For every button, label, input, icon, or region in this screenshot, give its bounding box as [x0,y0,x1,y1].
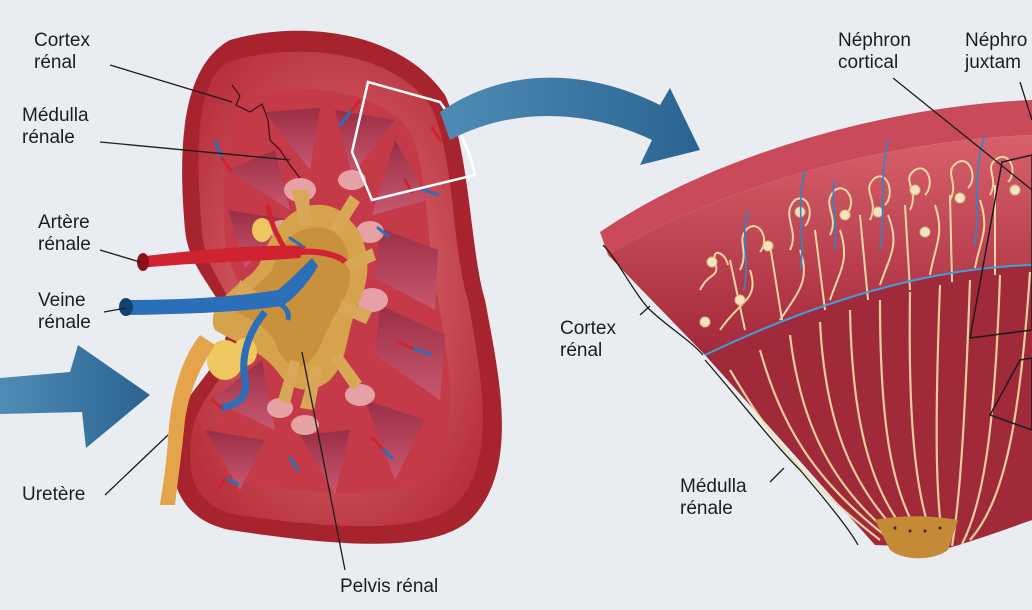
label-line: rénale [22,127,89,149]
label-cortex-renal-right: Cortex rénal [560,318,616,362]
label-medulla-renale-left: Médulla rénale [22,105,89,149]
label-nephron-juxtamedullaire: Néphro juxtam [965,30,1027,74]
label-line: Pelvis rénal [340,576,438,598]
cortex-bracket-tick [640,306,650,315]
label-pelvis-renal: Pelvis rénal [340,576,438,598]
label-artere-renale: Artère rénale [38,212,91,256]
label-line: Médulla [680,476,747,498]
renal-papilla [875,516,958,558]
leader-artery [100,250,140,262]
label-nephron-cortical: Néphron cortical [838,30,911,74]
label-line: rénal [34,52,90,74]
label-line: Médulla [22,105,89,127]
label-line: cortical [838,52,911,74]
label-line: rénale [680,498,747,520]
label-medulla-renale-right: Médulla rénale [680,476,747,520]
label-line: rénal [560,340,616,362]
label-line: Néphro [965,30,1027,52]
left-arrow [0,345,150,448]
label-cortex-renal-left: Cortex rénal [34,30,90,74]
label-line: rénale [38,312,91,334]
label-line: Néphron [838,30,911,52]
label-line: juxtam [965,52,1027,74]
label-veine-renale: Veine rénale [38,290,91,334]
label-line: Cortex [560,318,616,340]
leader-uretere [105,435,168,495]
label-line: Veine [38,290,91,312]
label-line: Artère [38,212,91,234]
label-uretere: Uretère [22,484,85,506]
label-line: Uretère [22,484,85,506]
medulla-bracket-tick [770,468,784,482]
label-line: rénale [38,234,91,256]
center-arrow [440,78,700,165]
label-line: Cortex [34,30,90,52]
